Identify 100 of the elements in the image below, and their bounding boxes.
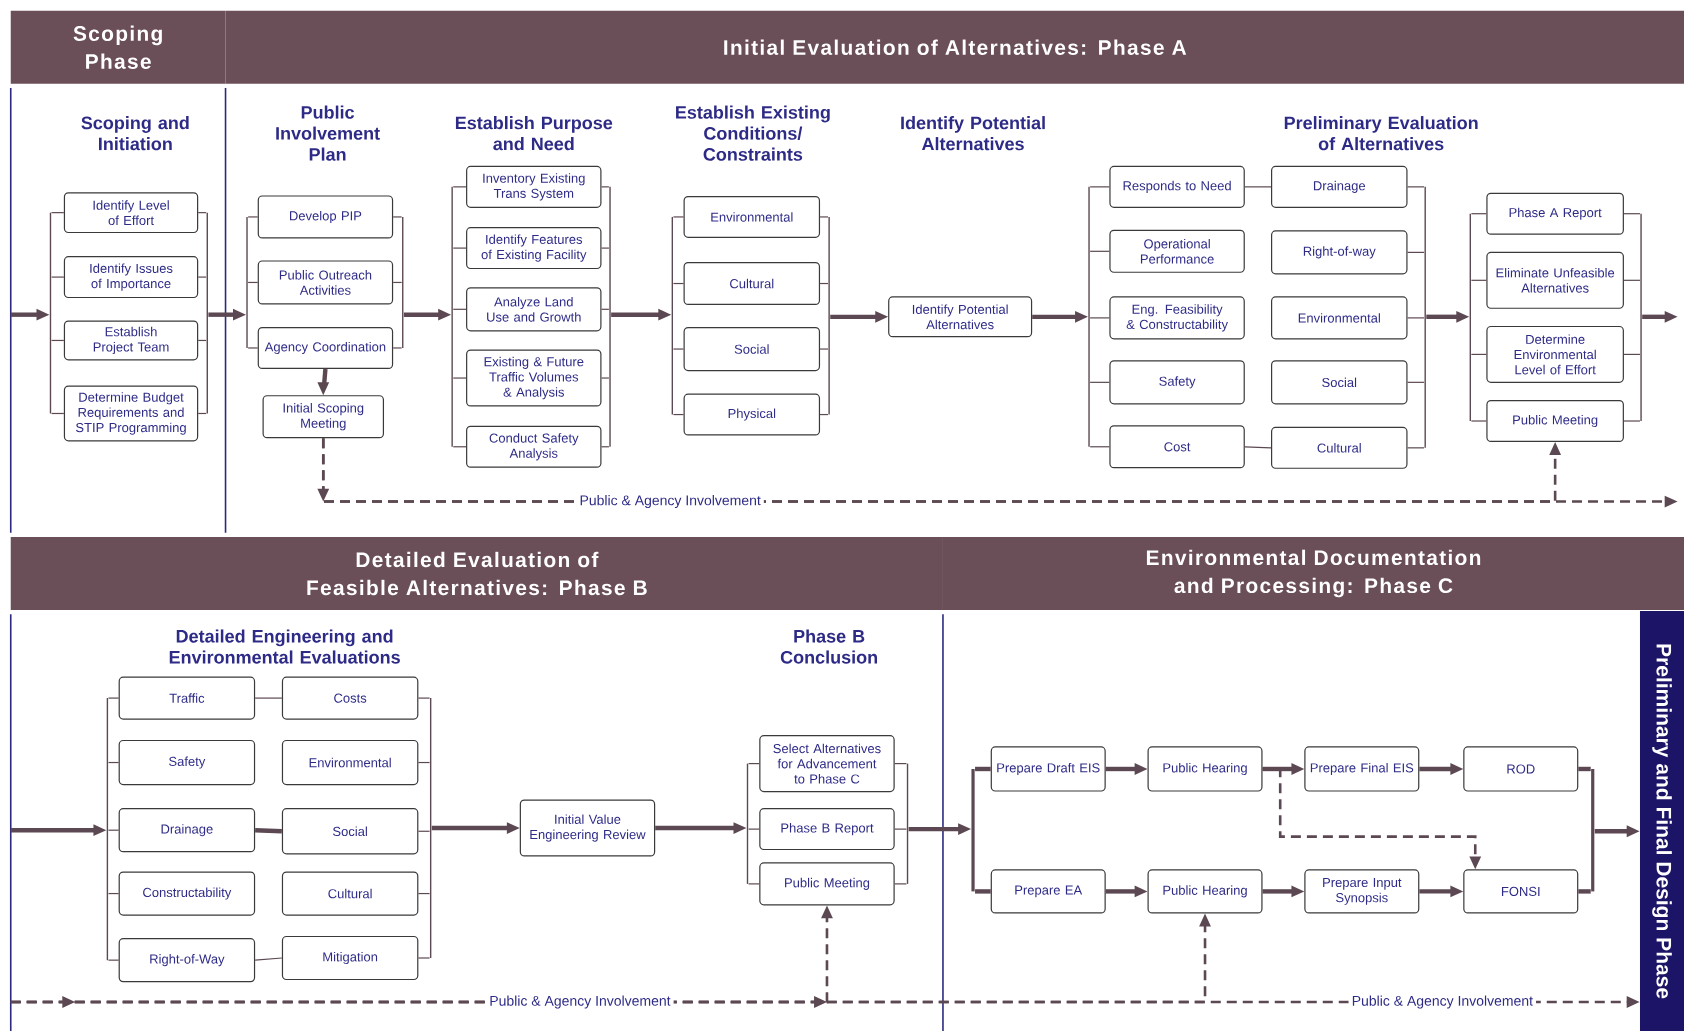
connector-line <box>1470 353 1487 355</box>
node-label: Scoping Phase <box>73 25 162 69</box>
column-heading: Establish Purpose and Need <box>455 116 613 151</box>
phase-band: Preliminary and Final Design Phase <box>1640 611 1684 1031</box>
process-box: Prepare EA <box>990 869 1106 914</box>
connector-line <box>392 347 403 349</box>
connector-line <box>392 216 403 218</box>
column-heading: Establish Existing Conditions/ Constraints <box>676 105 830 161</box>
connector-line <box>247 347 259 349</box>
connector-line <box>51 339 65 342</box>
connector-line <box>247 216 259 218</box>
bracket-line <box>828 216 830 415</box>
process-box: Public Hearing <box>1147 869 1263 914</box>
process-box: Public Meeting <box>759 862 895 906</box>
connector-line <box>600 308 610 310</box>
connector-line <box>1406 186 1425 188</box>
process-box: Inventory Existing Trans System <box>466 165 602 208</box>
process-box: Eng. Feasibility & Constructability <box>1109 296 1245 340</box>
connector-line <box>1578 889 1591 894</box>
arrow <box>1105 885 1148 898</box>
connector-line <box>1089 381 1110 383</box>
connector-line <box>672 348 685 350</box>
process-box: FONSI <box>1463 869 1579 914</box>
dashed-arrow <box>1262 767 1482 870</box>
connector-line <box>748 828 760 830</box>
process-box: Public Hearing <box>1147 746 1263 792</box>
arrow <box>1419 763 1464 775</box>
process-box: Environmental <box>683 195 821 238</box>
connector-line <box>1623 420 1641 422</box>
bracket-line <box>906 763 909 884</box>
arrow <box>908 823 972 836</box>
connector-line <box>417 697 431 699</box>
process-box: Identify Potential Alternatives <box>888 296 1033 338</box>
column-heading: Phase B Conclusion <box>780 629 877 664</box>
process-box: Responds to Need <box>1109 165 1245 208</box>
arrow <box>1642 310 1678 323</box>
column-heading: Public Involvement Plan <box>276 105 380 161</box>
connector-line <box>894 883 907 885</box>
process-box: Mitigation <box>281 935 419 981</box>
process-box: Environmental <box>281 739 419 786</box>
process-box: Prepare Draft EIS <box>990 746 1106 792</box>
arrow <box>1594 825 1640 838</box>
connector-line <box>452 247 467 249</box>
connector-line <box>1089 186 1110 188</box>
connector-line <box>107 697 120 699</box>
process-box: Right-of-Way <box>118 938 256 983</box>
connector-line <box>452 377 467 379</box>
connector-line <box>1244 186 1272 188</box>
process-box: Prepare Final EIS <box>1304 746 1420 792</box>
column-heading: Scoping and Initiation <box>81 116 189 151</box>
process-box: Drainage <box>1271 165 1408 208</box>
connector-line <box>197 212 207 214</box>
phase-band: Environmental Documentation and Processing: Phase C <box>942 537 1684 610</box>
arrow <box>830 310 889 323</box>
process-box: Conduct Safety Analysis <box>466 425 602 468</box>
connector-line <box>1623 279 1641 281</box>
arrow <box>1426 310 1470 323</box>
phase-band: Scoping Phase <box>10 10 226 84</box>
process-box: Constructability <box>118 871 256 916</box>
process-box: Public Outreach Activities <box>257 260 394 305</box>
connector-line <box>600 377 610 379</box>
connector-line <box>600 186 610 188</box>
connector-line <box>1406 317 1425 319</box>
process-box: Safety <box>1109 360 1245 405</box>
edge-label: Public & Agency Involvement <box>576 492 764 512</box>
process-box: Cost <box>1109 425 1245 469</box>
arrow <box>208 308 246 321</box>
connector-line <box>107 959 120 961</box>
connector-line <box>1623 353 1641 355</box>
arrow <box>655 822 747 834</box>
process-box: Identify Features of Existing Facility <box>466 227 602 270</box>
process-box: Existing & Future Traffic Volumes & Analysis <box>466 349 602 407</box>
process-box: Cultural <box>281 871 419 916</box>
connector-line <box>1406 447 1425 449</box>
process-box: Costs <box>281 676 419 720</box>
arrow <box>1262 885 1305 898</box>
process-box: Develop PIP <box>257 195 394 239</box>
phase-band: Detailed Evaluation of Feasible Alternatives: Phase B <box>10 537 943 610</box>
process-box: Traffic <box>118 676 256 720</box>
connector-line <box>254 697 283 699</box>
arrow <box>1105 763 1148 775</box>
connector-line <box>819 413 829 416</box>
connector-line <box>1089 250 1110 252</box>
connector-line <box>392 281 403 284</box>
connector-line <box>1470 279 1487 281</box>
connector-line <box>107 761 120 764</box>
process-box: Identify Level of Effort <box>63 192 199 234</box>
process-box: Physical <box>683 393 821 436</box>
process-box: Prepare Input Synopsis <box>1304 869 1420 914</box>
connector-line <box>975 766 991 772</box>
connector-line <box>197 276 207 278</box>
connector-line <box>107 829 120 831</box>
connector-line <box>1623 213 1641 215</box>
bracket-line <box>1640 213 1642 421</box>
process-box: Safety <box>118 739 256 786</box>
arrow <box>10 308 50 321</box>
connector-line <box>1470 420 1487 422</box>
process-box: Establish Project Team <box>63 320 199 361</box>
process-box: Phase B Report <box>759 808 895 851</box>
connector-line <box>600 446 610 448</box>
